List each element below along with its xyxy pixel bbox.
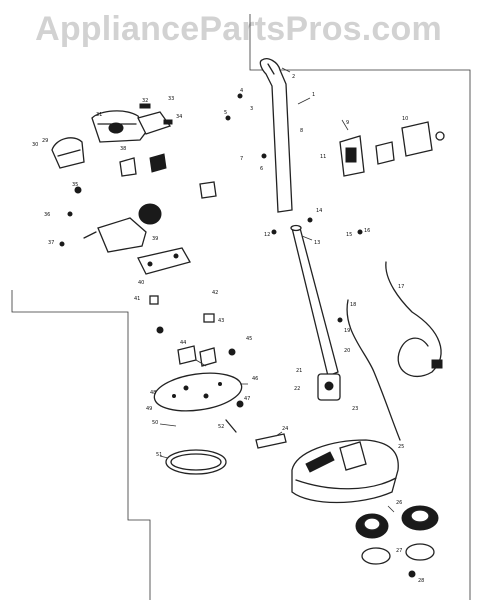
callout: 15 bbox=[346, 232, 352, 238]
callout: 16 bbox=[364, 228, 370, 234]
callout: 2 bbox=[292, 74, 295, 80]
callout: 6 bbox=[260, 166, 263, 172]
drive-belt bbox=[165, 449, 227, 475]
callout: 33 bbox=[168, 96, 174, 102]
callout: 21 bbox=[296, 368, 302, 374]
callout: 37 bbox=[48, 240, 54, 246]
motor bbox=[83, 203, 162, 253]
callout: 5 bbox=[224, 110, 227, 116]
callout: 17 bbox=[398, 284, 404, 290]
callout: 26 bbox=[396, 500, 402, 506]
switch-box-parts bbox=[339, 121, 445, 177]
callout: 40 bbox=[138, 280, 144, 286]
callout: 7 bbox=[240, 156, 243, 162]
callout: 36 bbox=[44, 212, 50, 218]
left-shroud bbox=[51, 137, 85, 169]
scrub-pad-strip bbox=[255, 433, 287, 449]
callout: 14 bbox=[316, 208, 322, 214]
callout: 41 bbox=[134, 296, 140, 302]
callout: 9 bbox=[346, 120, 349, 126]
callout: 29 bbox=[42, 138, 48, 144]
callout: 32 bbox=[142, 98, 148, 104]
watermark-text: AppliancePartsPros.com bbox=[35, 10, 442, 48]
small-hardware-parts bbox=[59, 93, 363, 433]
callout: 42 bbox=[212, 290, 218, 296]
callout: 34 bbox=[176, 114, 182, 120]
part-number-callouts: 1 2 3 4 5 6 7 8 9 10 11 12 13 14 15 16 1… bbox=[32, 74, 424, 584]
callout: 25 bbox=[398, 444, 404, 450]
callout: 35 bbox=[72, 182, 78, 188]
callout: 18 bbox=[350, 302, 356, 308]
callout: 20 bbox=[344, 348, 350, 354]
callout: 52 bbox=[218, 424, 224, 430]
callout: 30 bbox=[32, 142, 38, 148]
callout: 13 bbox=[314, 240, 320, 246]
callout: 24 bbox=[282, 426, 288, 432]
callout: 10 bbox=[402, 116, 408, 122]
callout: 28 bbox=[418, 578, 424, 584]
callout: 51 bbox=[156, 452, 162, 458]
callout: 46 bbox=[252, 376, 258, 382]
gear-plate bbox=[153, 372, 243, 412]
section-border-lines bbox=[11, 14, 471, 600]
upper-handle-tube bbox=[259, 58, 293, 213]
callout: 47 bbox=[244, 396, 250, 402]
callout: 4 bbox=[240, 88, 243, 94]
callout: 39 bbox=[152, 236, 158, 242]
callout: 19 bbox=[344, 328, 350, 334]
motor-bracket bbox=[137, 247, 191, 275]
callout: 23 bbox=[352, 406, 358, 412]
callout: 3 bbox=[250, 106, 253, 112]
scrub-brushes bbox=[355, 505, 439, 578]
callout: 12 bbox=[264, 232, 270, 238]
motor-cover-assembly bbox=[91, 110, 172, 143]
callout: 8 bbox=[300, 128, 303, 134]
callout: 1 bbox=[312, 92, 315, 98]
base-housing bbox=[291, 439, 399, 504]
callout: 48 bbox=[150, 390, 156, 396]
leader-lines bbox=[159, 67, 395, 513]
callout: 27 bbox=[396, 548, 402, 554]
callout: 31 bbox=[96, 112, 102, 118]
callout: 22 bbox=[294, 386, 300, 392]
callout: 50 bbox=[152, 420, 158, 426]
callout: 43 bbox=[218, 318, 224, 324]
callout: 49 bbox=[146, 406, 152, 412]
switch-knob bbox=[317, 373, 341, 401]
power-cord bbox=[346, 261, 443, 441]
callout: 38 bbox=[120, 146, 126, 152]
callout: 44 bbox=[180, 340, 186, 346]
callout: 45 bbox=[246, 336, 252, 342]
lower-handle-tube bbox=[290, 224, 339, 377]
callout: 11 bbox=[320, 154, 326, 160]
